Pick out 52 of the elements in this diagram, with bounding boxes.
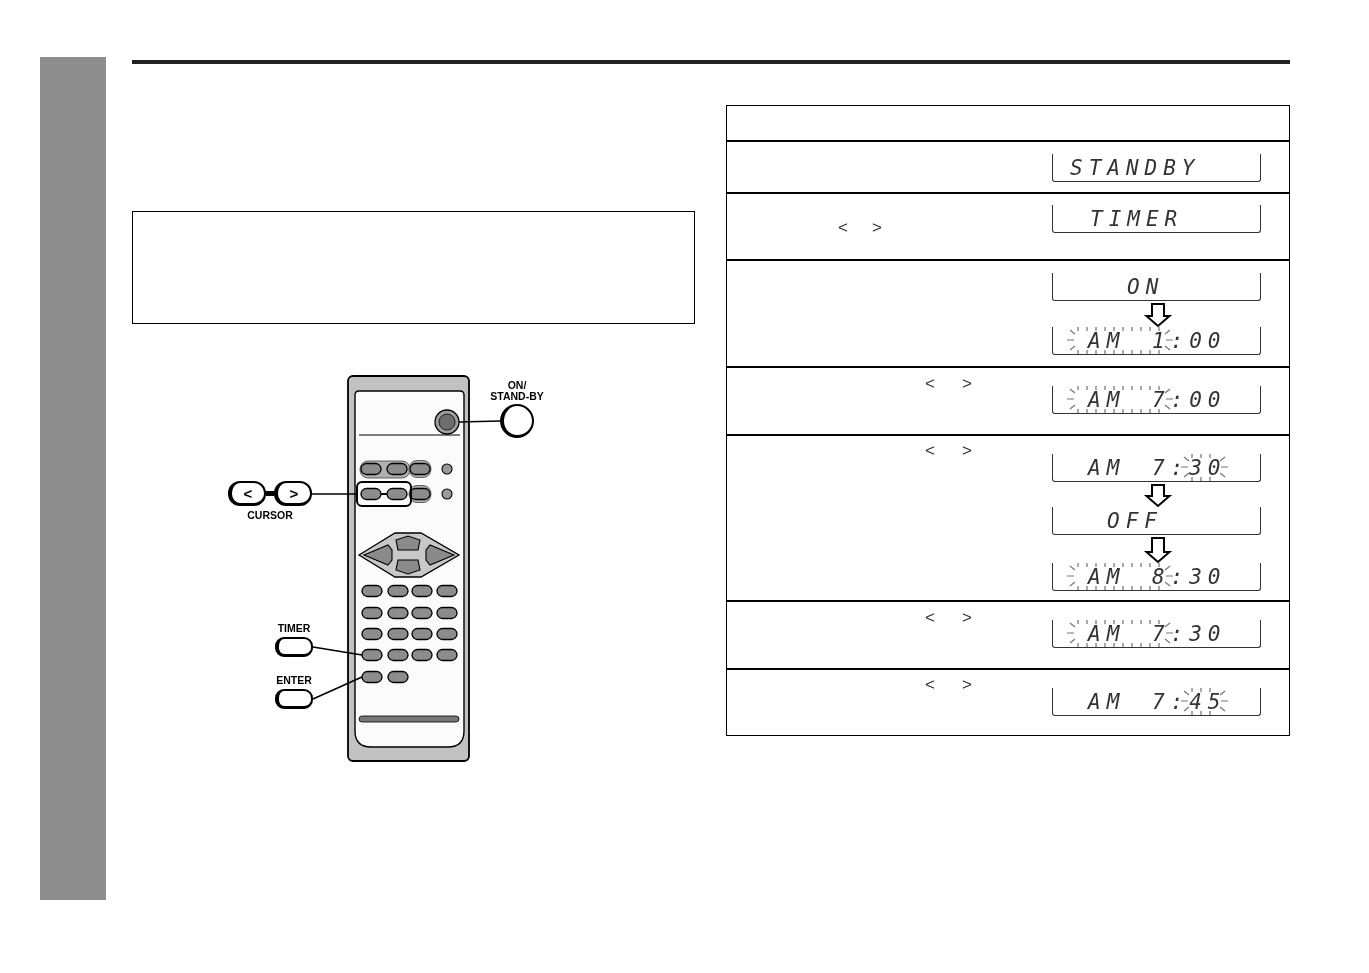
button-pair-frame [356, 481, 412, 507]
display-readout: ON [1127, 277, 1165, 297]
left-button: < [228, 481, 266, 506]
block-arrow [1143, 537, 1173, 564]
lcd-display [1052, 620, 1261, 648]
right-button: > [274, 481, 312, 506]
cursor-symbol: < [838, 219, 848, 236]
cursor-symbol: > [962, 609, 972, 626]
round-button [434, 409, 460, 435]
leader-line [312, 646, 363, 656]
side-tab [40, 57, 106, 900]
display-readout: AM 7:30 [1088, 624, 1227, 644]
lcd-display [1052, 327, 1261, 355]
cursor-symbol: > [962, 442, 972, 459]
block-arrow [1143, 303, 1173, 328]
cursor-symbol: < [925, 375, 935, 392]
display-readout: AM 1:00 [1088, 331, 1227, 351]
oval-button [361, 648, 383, 662]
leader-line [311, 493, 358, 495]
cursor-symbol: < [925, 609, 935, 626]
display-readout: OFF [1107, 511, 1163, 531]
lcd-display [1052, 454, 1261, 482]
lcd-display [1052, 563, 1261, 591]
cursor-symbol: < [925, 676, 935, 693]
oval-button [361, 670, 383, 684]
lcd-display [1052, 688, 1261, 716]
display-readout: AM 7:30 [1088, 458, 1227, 478]
cursor-symbol: > [962, 375, 972, 392]
display-readout: TIMER [1090, 209, 1184, 229]
callout-button [275, 675, 313, 709]
display-readout: AM 7:00 [1088, 390, 1227, 410]
cursor-symbol: > [872, 219, 882, 236]
button-pair-callout [228, 481, 312, 521]
lcd-display [1052, 205, 1261, 233]
leader-line [458, 420, 501, 423]
display-readout: AM 8:30 [1088, 567, 1227, 587]
button-caption: CURSOR [247, 510, 293, 521]
cursor-symbol: < [925, 442, 935, 459]
display-readout: AM 7:45 [1088, 692, 1227, 712]
lcd-display [1052, 386, 1261, 414]
display-readout: STANDBY [1070, 158, 1201, 178]
block-arrow [1143, 484, 1173, 508]
lcd-display [1052, 507, 1261, 535]
cursor-symbol: > [962, 676, 972, 693]
lcd-display [1052, 154, 1261, 182]
callout-button [275, 623, 313, 657]
button-label: TIMER [277, 623, 311, 634]
button-label: ON/ STAND-BY [489, 380, 545, 402]
callout-button [489, 380, 545, 438]
lcd-display [1052, 273, 1261, 301]
button-label: ENTER [276, 675, 312, 686]
leader-line [312, 676, 363, 700]
